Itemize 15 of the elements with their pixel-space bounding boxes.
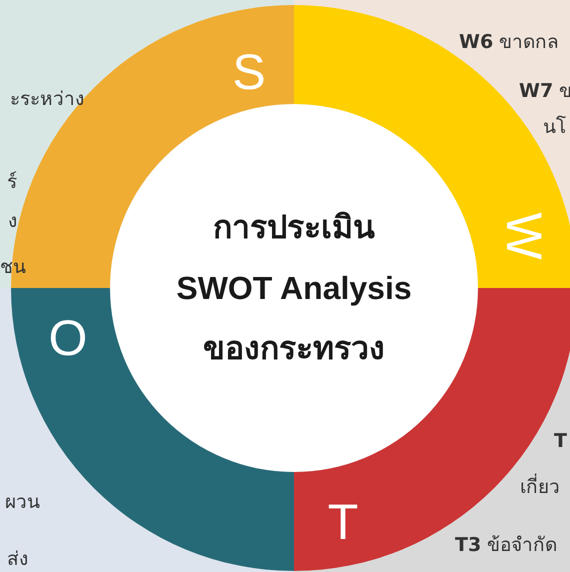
cut-off-text: ส่ง: [7, 548, 28, 571]
cut-off-text: ะระหว่าง: [10, 88, 84, 111]
center-title: การประเมิน SWOT Analysis ของกระทรวง: [175, 208, 413, 368]
segment-letter: O: [48, 313, 88, 363]
segment-letter: T: [328, 497, 358, 547]
cut-off-text: นโ: [543, 116, 566, 139]
cut-off-text: W6 ขาดกล: [459, 31, 560, 54]
cut-off-text: เกี่ยว: [520, 476, 560, 499]
cut-off-text: T: [554, 430, 567, 453]
cut-off-text: ง: [8, 210, 17, 233]
segment-letter: S: [232, 47, 266, 97]
cut-off-text: T3 ข้อจำกัด: [455, 534, 558, 557]
cut-off-text: ร์: [7, 171, 17, 194]
cut-off-text: ผวน: [5, 491, 40, 514]
segment-letter: W: [499, 212, 549, 260]
